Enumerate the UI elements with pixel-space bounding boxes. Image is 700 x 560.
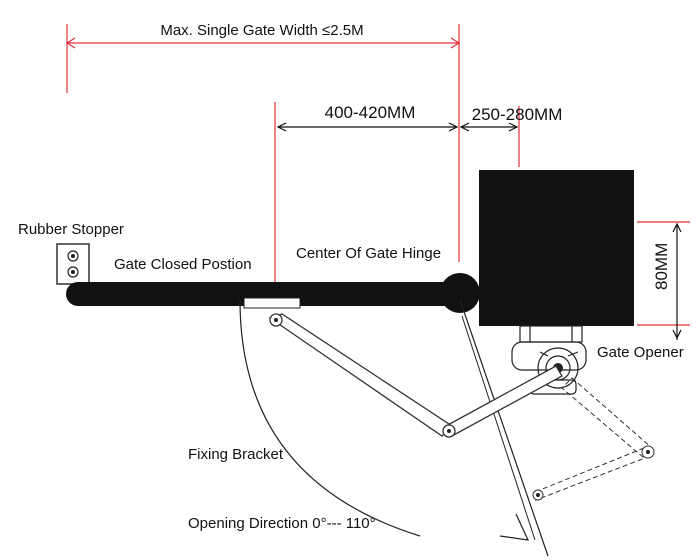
opening-arc: [239, 299, 421, 537]
gate-open-line-inner: [461, 315, 536, 541]
rubber-stopper: [56, 243, 90, 285]
max-width-dimension: [65, 24, 461, 100]
gate-bar: [66, 282, 466, 306]
bracket-depth-dimension: [637, 221, 690, 340]
max-width-label: Max. Single Gate Width ≤2.5M: [160, 22, 363, 39]
center-hinge-label: Center Of Gate Hinge: [296, 245, 441, 262]
gate-opener-body: [479, 170, 634, 326]
opener-arm-closed: [268, 313, 563, 438]
fixing-bracket-plate: [243, 297, 301, 309]
opener-offset-dimension: [459, 106, 520, 167]
gate-open-line: [459, 299, 549, 557]
gate-hinge: [440, 273, 480, 313]
gate-closed-label: Gate Closed Postion: [114, 256, 252, 273]
opening-direction-label: Opening Direction 0°--- 110°: [188, 515, 376, 532]
bracket-depth-label: 80MM: [652, 243, 671, 290]
rubber-stopper-label: Rubber Stopper: [18, 221, 124, 238]
gate-opener-label: Gate Opener: [597, 344, 684, 361]
opener-offset-label: 250-280MM: [472, 105, 563, 124]
hinge-offset-dimension: [274, 100, 460, 300]
hinge-offset-label: 400-420MM: [325, 103, 416, 122]
opening-arrow-icon: [499, 513, 530, 541]
fixing-bracket-label: Fixing Bracket: [188, 446, 284, 463]
opener-arm-open: [532, 377, 655, 501]
